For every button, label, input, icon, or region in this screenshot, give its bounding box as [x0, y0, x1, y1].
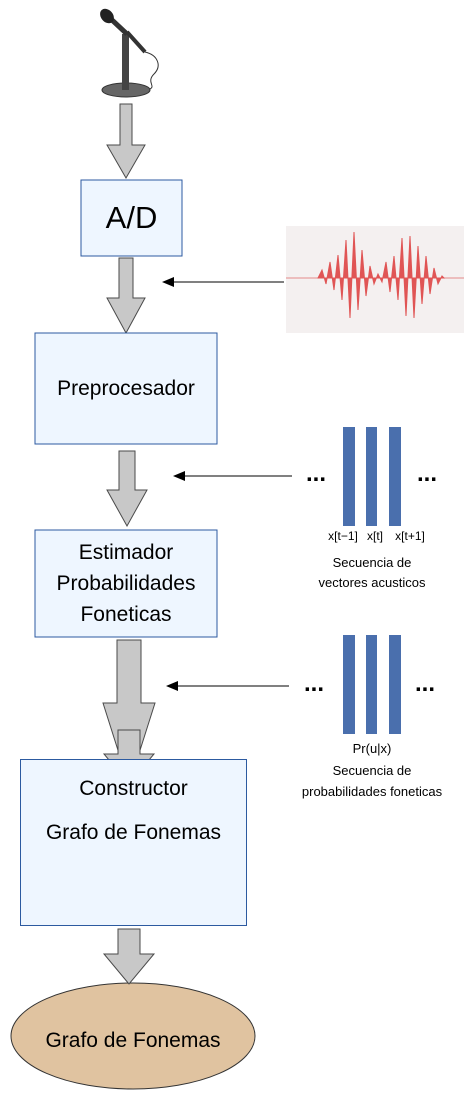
ad-label: A/D — [105, 200, 158, 235]
flow-arrow-4 — [102, 639, 156, 787]
vector-bar — [343, 427, 355, 526]
output-label: Grafo de Fonemas — [45, 1029, 221, 1052]
preprocesador-label: Preprocesador — [57, 377, 195, 400]
probabilities-label: Pr(u|x) — [352, 741, 392, 756]
vectors-pointer-arrow — [173, 471, 292, 481]
vectors-caption-line2: vectores acusticos — [318, 575, 426, 590]
preprocesador-block — [34, 332, 218, 445]
probabilities-caption-line2: probabilidades foneticas — [301, 784, 443, 799]
vector-bar — [389, 427, 401, 526]
probability-bar — [366, 635, 377, 734]
probabilities-caption-line1: Secuencia de — [332, 763, 412, 778]
output-ellipse — [10, 982, 256, 1090]
constructor-label-line2: Grafo de Fonemas — [45, 821, 222, 844]
waveform-pointer-arrow — [162, 277, 284, 287]
estimador-block — [34, 529, 218, 638]
audio-waveform — [286, 226, 464, 333]
probability-bar — [389, 635, 401, 734]
vectors-ellipsis-right: ... — [416, 460, 437, 487]
constructor-block-frame — [20, 759, 247, 926]
estimador-label-line3: Foneticas — [80, 603, 172, 626]
flow-arrow-1 — [106, 103, 146, 180]
vectors-ellipsis-left: ... — [305, 460, 326, 487]
flow-arrow-2 — [106, 257, 146, 335]
estimador-label-line2: Probabilidades — [56, 572, 196, 595]
vector-label-next: x[t+1] — [395, 529, 425, 543]
vector-bar — [366, 427, 377, 526]
vector-label-prev: x[t−1] — [328, 529, 358, 543]
flow-arrow-3 — [106, 450, 148, 528]
vector-label-curr: x[t] — [366, 529, 383, 543]
probabilities-ellipsis-left: ... — [303, 670, 324, 697]
probabilities-pointer-arrow — [166, 681, 289, 691]
estimador-label-line1: Estimador — [78, 541, 174, 564]
microphone-icon — [100, 8, 159, 98]
probability-bar — [343, 635, 355, 734]
constructor-label-line1: Constructor — [79, 777, 188, 800]
vectors-caption-line1: Secuencia de — [332, 555, 412, 570]
probabilities-ellipsis-right: ... — [414, 670, 435, 697]
ad-block — [80, 179, 183, 257]
